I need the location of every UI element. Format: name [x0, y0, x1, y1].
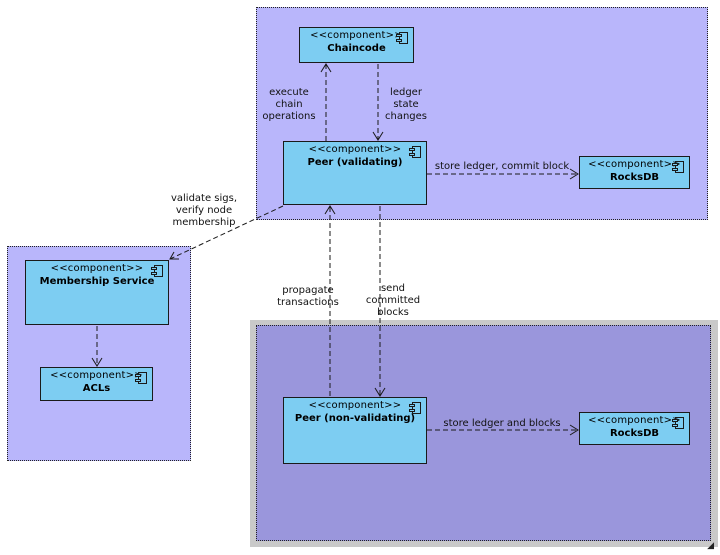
arrowhead	[569, 168, 579, 180]
component-name: Peer (non-validating)	[294, 413, 416, 424]
component-icon	[135, 372, 147, 384]
label-send-committed: send committed blocks	[365, 283, 421, 318]
stereotype-label: <<component>>	[310, 30, 403, 41]
component-name: Membership Service	[39, 276, 155, 287]
component-name: ACLs	[82, 383, 111, 394]
stereotype-label: <<component>>	[588, 415, 681, 426]
label-ledger-changes: ledger state changes	[384, 87, 427, 122]
arrowhead	[372, 131, 384, 141]
arrowhead	[569, 424, 579, 436]
stereotype-label: <<component>>	[308, 400, 402, 411]
label-execute: execute chain operations	[262, 87, 316, 122]
membership-service-component[interactable]: <<component>> Membership Service	[25, 260, 169, 325]
component-name: Chaincode	[327, 43, 386, 54]
component-icon	[672, 417, 684, 429]
component-icon	[409, 146, 421, 158]
peer-validating-component[interactable]: <<component>> Peer (validating)	[283, 141, 427, 205]
component-icon	[672, 161, 684, 173]
label-propagate: propagate transactions	[277, 285, 339, 308]
component-icon	[396, 32, 408, 44]
stereotype-label: <<component>>	[588, 159, 681, 170]
rocksdb-bottom-component[interactable]: <<component>> RocksDB	[579, 412, 690, 445]
component-name: RocksDB	[609, 172, 660, 183]
component-name: RocksDB	[609, 428, 660, 439]
stereotype-label: <<component>>	[308, 144, 402, 155]
arrowhead	[374, 387, 386, 397]
stereotype-label: <<component>>	[50, 263, 144, 274]
arrowhead	[91, 357, 103, 367]
peer-nonvalidating-component[interactable]: <<component>> Peer (non-validating)	[283, 397, 427, 464]
arrowhead	[169, 251, 179, 260]
resize-handle-icon[interactable]: ◢	[707, 541, 714, 551]
stereotype-label: <<component>>	[50, 370, 143, 381]
acls-component[interactable]: <<component>> ACLs	[40, 367, 153, 401]
arrowhead	[324, 205, 336, 215]
chaincode-component[interactable]: <<component>> Chaincode	[299, 27, 414, 63]
component-name: Peer (validating)	[307, 157, 403, 168]
component-icon	[151, 265, 163, 277]
label-validate: validate sigs, verify node membership	[170, 193, 238, 228]
rocksdb-top-component[interactable]: <<component>> RocksDB	[579, 156, 690, 189]
edge-validate	[169, 205, 284, 260]
component-icon	[409, 402, 421, 414]
label-store-commit: store ledger, commit block	[434, 161, 570, 172]
arrowhead	[320, 63, 332, 73]
label-store-blocks: store ledger and blocks	[443, 418, 561, 429]
